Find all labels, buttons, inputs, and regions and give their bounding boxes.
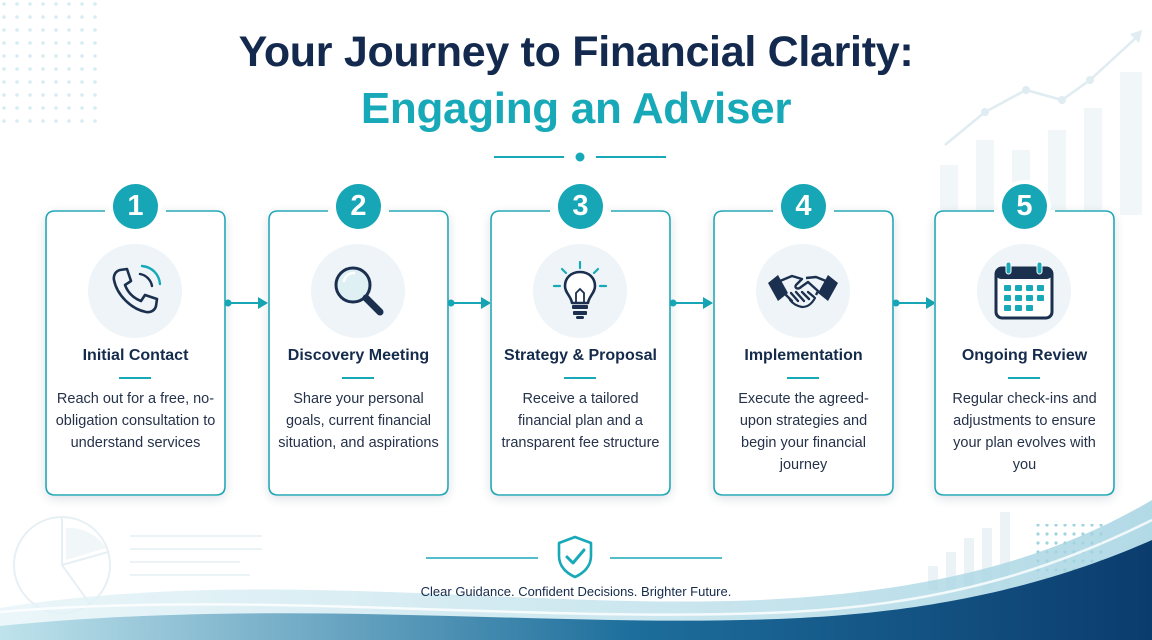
connector-arrow-4	[892, 297, 936, 309]
step-card-3: 3 Strategy & Proposal Receive a tailored…	[490, 184, 671, 496]
card-frame	[713, 210, 894, 496]
step-title: Discovery Meeting	[287, 347, 430, 364]
step-divider	[342, 377, 374, 379]
step-title: Strategy & Proposal	[504, 347, 657, 364]
lightbulb-icon	[552, 260, 608, 319]
calendar-icon	[994, 261, 1054, 320]
step-card-1: 1 Initial Contact Reach out for a free, …	[45, 184, 226, 496]
connector-arrow-1	[224, 297, 268, 309]
step-icon-container	[311, 244, 405, 338]
wave-deep	[0, 540, 1152, 640]
step-description: Execute the agreed-upon strategies and b…	[738, 391, 869, 473]
page-subtitle: Engaging an Adviser	[360, 84, 792, 133]
step-number-badge: 1	[113, 184, 158, 229]
step-title: Ongoing Review	[961, 347, 1088, 364]
footer-tagline: Clear Guidance. Confident Decisions. Bri…	[420, 584, 732, 599]
step-number-badge: 5	[1002, 184, 1047, 229]
card-frame	[934, 210, 1115, 496]
wave-highlight	[0, 518, 1152, 616]
step-icon-container	[533, 244, 627, 338]
step-divider	[787, 377, 819, 379]
step-description: Regular check-ins and adjustments to ens…	[952, 391, 1097, 473]
step-title: Initial Contact	[82, 347, 189, 364]
step-icon-container	[88, 244, 182, 338]
step-description: Receive a tailored financial plan and a …	[501, 391, 660, 451]
connector-arrow-3	[669, 297, 713, 309]
dot-grid-top-left	[0, 0, 105, 130]
step-icon-container	[977, 244, 1071, 338]
handshake-icon	[768, 274, 838, 309]
step-description: Reach out for a free, no-obligation cons…	[55, 391, 216, 451]
step-card-2: 2 Discovery Meeting Share your personal …	[268, 184, 449, 496]
step-title: Implementation	[744, 347, 863, 364]
connector-arrow-2	[447, 297, 491, 309]
step-number-badge: 3	[558, 184, 603, 229]
card-frame	[268, 210, 449, 496]
step-divider	[564, 377, 596, 379]
step-icon-container	[756, 244, 850, 338]
growth-chart-decoration	[940, 30, 1142, 215]
step-divider	[1008, 377, 1040, 379]
card-frame	[45, 210, 226, 496]
step-card-5: 5 Ongoing Review Regular check-ins a	[934, 184, 1115, 496]
page-title: Your Journey to Financial Clarity:	[238, 28, 914, 76]
bars-decoration-bottom-right	[928, 512, 1010, 590]
card-frame	[490, 210, 671, 496]
magnifying-glass-icon	[334, 266, 384, 316]
title-divider	[494, 152, 666, 162]
footer-divider	[426, 557, 722, 559]
step-divider	[119, 377, 151, 379]
step-card-4: 4 Implementation Execute the agreed-upon…	[713, 184, 894, 496]
step-number-badge: 4	[781, 184, 826, 229]
step-description: Share your personal goals, current finan…	[278, 391, 439, 451]
shield-check-icon	[557, 535, 593, 579]
phone-icon	[112, 264, 162, 314]
step-number-badge: 2	[336, 184, 381, 229]
